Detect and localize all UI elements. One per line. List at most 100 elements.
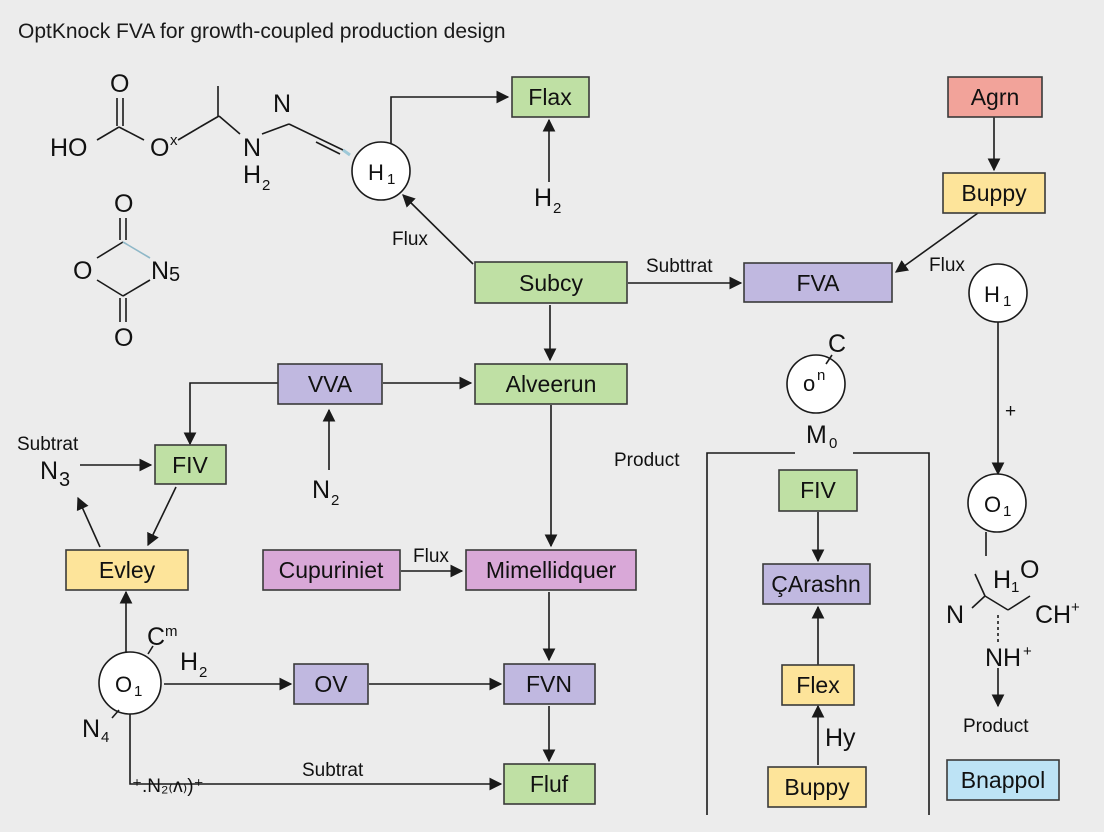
svg-text:Cupuriniet: Cupuriniet [279, 557, 384, 583]
node-o1-right: O 1 [967, 473, 1027, 533]
box-flex: Flex [781, 664, 855, 706]
diagram-title: OptKnock FVA for growth-coupled producti… [18, 20, 506, 43]
svg-text:Evley: Evley [99, 557, 156, 583]
svg-text:2: 2 [553, 200, 561, 217]
svg-text:0: 0 [829, 435, 837, 452]
svg-text:m: m [165, 623, 178, 640]
svg-text:Flex: Flex [796, 672, 840, 698]
svg-text:1: 1 [134, 683, 142, 700]
box-agrn: Agrn [947, 76, 1043, 118]
svg-text:H: H [984, 282, 1000, 307]
node-on-circle: o n [786, 354, 846, 414]
svg-text:FVN: FVN [526, 671, 572, 697]
molecule-ring: O O N 5 O [73, 190, 180, 352]
box-fiv-left: FIV [154, 444, 227, 485]
svg-text:1: 1 [387, 171, 395, 188]
node-h1-top: H 1 [351, 141, 411, 201]
svg-text:N: N [40, 457, 58, 485]
box-fiv-right: FIV [778, 469, 858, 512]
svg-text:FVA: FVA [796, 270, 840, 296]
node-h1-right: H 1 [968, 263, 1028, 323]
atom-h2-mid: H [243, 161, 261, 189]
arrow-evley-to-n3 [76, 496, 101, 548]
svg-text:Buppy: Buppy [784, 774, 850, 800]
svg-text:+: + [1071, 599, 1080, 616]
svg-text:NH: NH [985, 644, 1021, 672]
atom-n-top: N [273, 90, 291, 118]
mo-label: C M 0 [806, 330, 846, 452]
svg-text:2: 2 [331, 492, 339, 509]
svg-text:+: + [1023, 643, 1032, 660]
atom-ring-n5: N [151, 257, 169, 285]
box-mimellidquer: Mimellidquer [465, 549, 637, 591]
svg-text:n: n [817, 367, 825, 384]
svg-text:Flax: Flax [528, 84, 572, 110]
svg-text:Fluf: Fluf [530, 771, 569, 797]
svg-text:N: N [946, 601, 964, 629]
svg-text:N: N [82, 715, 100, 743]
atom-o-x: O [150, 134, 169, 162]
svg-text:Buppy: Buppy [961, 180, 1027, 206]
atom-n-mid: N [243, 134, 261, 162]
box-cupuriniet: Cupuriniet [262, 549, 401, 591]
box-ov: OV [293, 663, 369, 705]
svg-text:O: O [1020, 556, 1039, 584]
arrow-subcy-to-h1 [402, 194, 474, 265]
label-subtrat-1: Subttrat [646, 256, 713, 277]
box-evley: Evley [65, 549, 189, 591]
atom-ring-o1: O [114, 190, 133, 218]
svg-text:O: O [984, 492, 1001, 517]
svg-text:H: H [993, 566, 1011, 594]
arrow-h1-to-flax [390, 90, 510, 143]
svg-text:Agrn: Agrn [971, 84, 1020, 110]
molecule-right: N H 1 O CH + NH + [946, 556, 1080, 672]
atom-ring-o2: O [73, 257, 92, 285]
n3-label: N 3 [40, 457, 70, 491]
arrow-bottom-to-fluf [129, 745, 503, 791]
n4-label: N 4 [82, 709, 120, 746]
box-buppy-bottom: Buppy [767, 766, 867, 808]
bracket-right [853, 452, 930, 815]
molecule-top-left: O HO O x N N H 2 [50, 70, 351, 194]
svg-text:H: H [180, 648, 198, 676]
label-plus: + [1005, 401, 1016, 422]
svg-text:1: 1 [1011, 579, 1019, 596]
box-buppy-top: Buppy [942, 172, 1046, 214]
svg-text:4: 4 [101, 729, 109, 746]
svg-text:o: o [803, 371, 815, 396]
atom-o-top: O [110, 70, 129, 98]
svg-text:Bnappol: Bnappol [961, 767, 1045, 793]
node-o1-left: O 1 [98, 651, 162, 715]
svg-text:FIV: FIV [800, 477, 836, 503]
svg-text:C: C [147, 623, 165, 651]
label-subtrat-3: Subtrat [302, 760, 364, 781]
box-vva: VVA [277, 363, 383, 405]
svg-text:M: M [806, 421, 827, 449]
bracket-left [706, 452, 795, 815]
label-hy: Hy [825, 724, 856, 752]
atom-ring-n5-sub: 5 [169, 264, 180, 286]
svg-text:1: 1 [1003, 293, 1011, 310]
svg-text:Subcy: Subcy [519, 270, 583, 296]
svg-text:CH: CH [1035, 601, 1071, 629]
box-carashn: ÇArashn [762, 563, 871, 605]
arrow-buppy-to-fva [894, 212, 979, 273]
atom-h2-mid-sub: 2 [262, 177, 270, 194]
cm-label: C m [147, 623, 178, 655]
h2-flax: H 2 [534, 184, 561, 217]
svg-text:2: 2 [199, 664, 207, 681]
svg-text:ÇArashn: ÇArashn [771, 571, 860, 597]
svg-text:3: 3 [59, 469, 70, 491]
label-flux-2: Flux [929, 255, 965, 276]
box-alveerun: Alveerun [474, 363, 628, 405]
label-product-2: Product [963, 716, 1029, 737]
connectors [76, 90, 1005, 815]
arrow-fiv-to-evley [147, 486, 177, 547]
svg-text:FIV: FIV [172, 452, 208, 478]
box-flax: Flax [511, 76, 590, 118]
n2-bottom-label: ⁺.N₂₍ᴧ₎)⁺ [132, 776, 204, 797]
label-subtrat-2: Subtrat [17, 434, 79, 455]
svg-text:H: H [368, 160, 384, 185]
svg-text:N: N [312, 476, 330, 504]
